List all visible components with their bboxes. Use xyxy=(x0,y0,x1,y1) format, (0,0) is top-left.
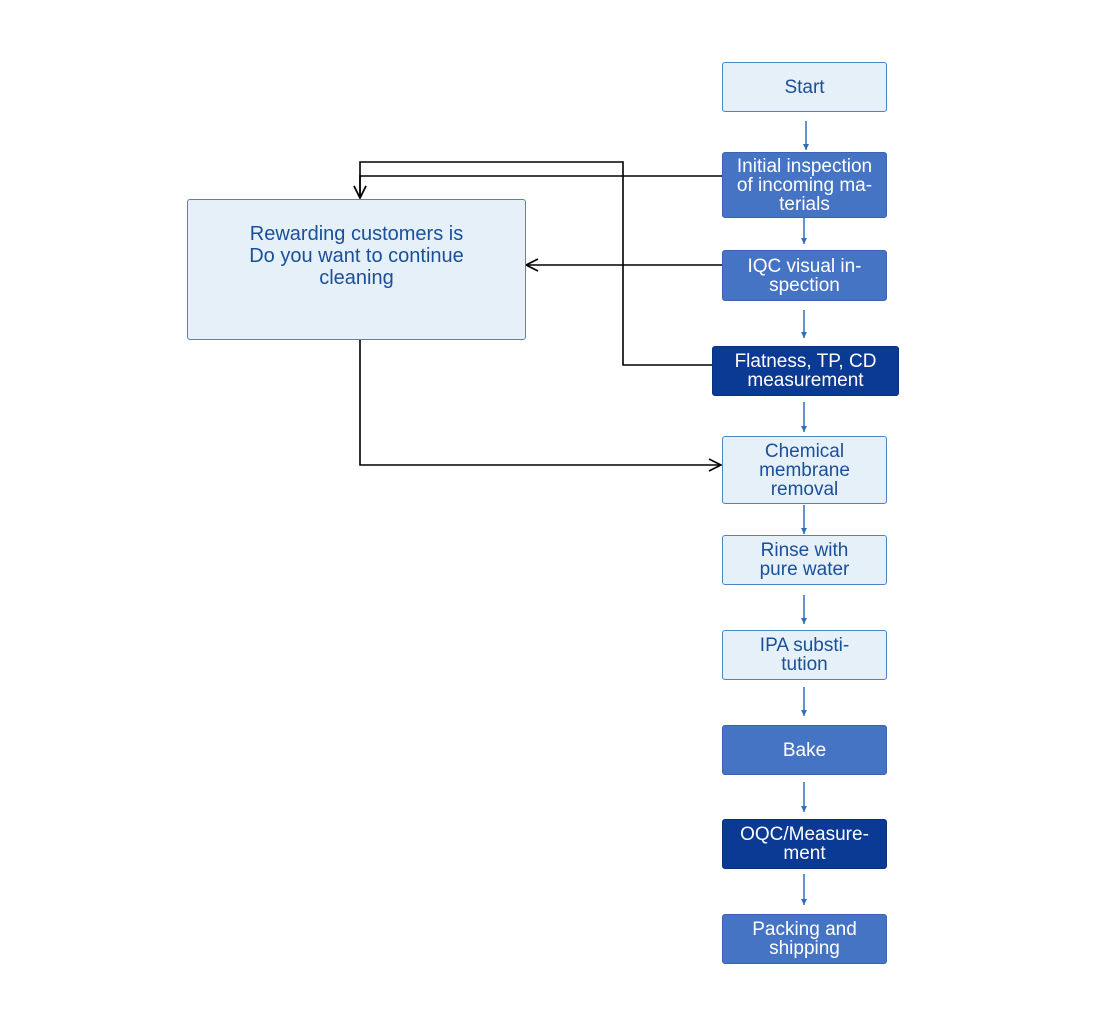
node-rewarding-customers-cleaning: Rewarding customers is Do you want to co… xyxy=(187,199,526,340)
node-bake-label: Bake xyxy=(782,739,827,761)
node-initial-inspection: Initial inspection of incoming ma- teria… xyxy=(722,152,887,218)
node-ipa-line-1: IPA substi- xyxy=(759,635,850,656)
node-chemical-line-2: membrane xyxy=(759,459,850,481)
node-reward-line-1: Rewarding customers is xyxy=(249,222,464,245)
node-rinse-pure-water: Rinse with pure water xyxy=(722,535,887,585)
node-iqc-visual-line-1: IQC visual in- xyxy=(747,255,862,277)
node-oqc-line-2: ment xyxy=(783,843,826,864)
node-reward-line-3: cleaning xyxy=(319,266,394,289)
node-chemical-membrane-removal: Chemical membrane removal xyxy=(722,436,887,504)
node-initial-inspection-line-1: Initial inspection xyxy=(736,155,873,177)
node-initial-inspection-line-2: of incoming ma- xyxy=(736,174,873,196)
node-iqc-visual-line-2: spection xyxy=(769,274,840,296)
node-ipa-substitution: IPA substi- tution xyxy=(722,630,887,680)
node-chemical-line-1: Chemical xyxy=(764,440,845,462)
node-packing-shipping: Packing and shipping xyxy=(722,914,887,964)
loop-line-initial-inspection-to-reward xyxy=(353,175,722,200)
node-packing-line-2: shipping xyxy=(769,938,840,959)
node-reward-line-2: Do you want to continue xyxy=(249,244,464,267)
node-oqc-measurement: OQC/Measure- ment xyxy=(722,819,887,869)
node-rinse-line-2: pure water xyxy=(759,559,850,580)
node-flatness-line-1: Flatness, TP, CD xyxy=(734,351,877,372)
node-packing-line-1: Packing and xyxy=(752,919,857,940)
node-rinse-line-1: Rinse with xyxy=(760,540,849,561)
node-start: Start xyxy=(722,62,887,112)
loop-line-flatness-to-reward xyxy=(353,161,712,366)
node-flatness-line-2: measurement xyxy=(747,370,864,391)
node-initial-inspection-line-3: terials xyxy=(779,193,830,215)
loop-line-reward-to-chemical xyxy=(359,340,723,472)
node-chemical-line-3: removal xyxy=(770,478,839,500)
node-iqc-visual-inspection: IQC visual in- spection xyxy=(722,250,887,301)
node-oqc-line-1: OQC/Measure- xyxy=(740,824,869,845)
node-bake: Bake xyxy=(722,725,887,775)
node-flatness-measurement: Flatness, TP, CD measurement xyxy=(712,346,899,396)
node-start-label: Start xyxy=(784,76,825,98)
node-ipa-line-2: tution xyxy=(781,654,828,675)
